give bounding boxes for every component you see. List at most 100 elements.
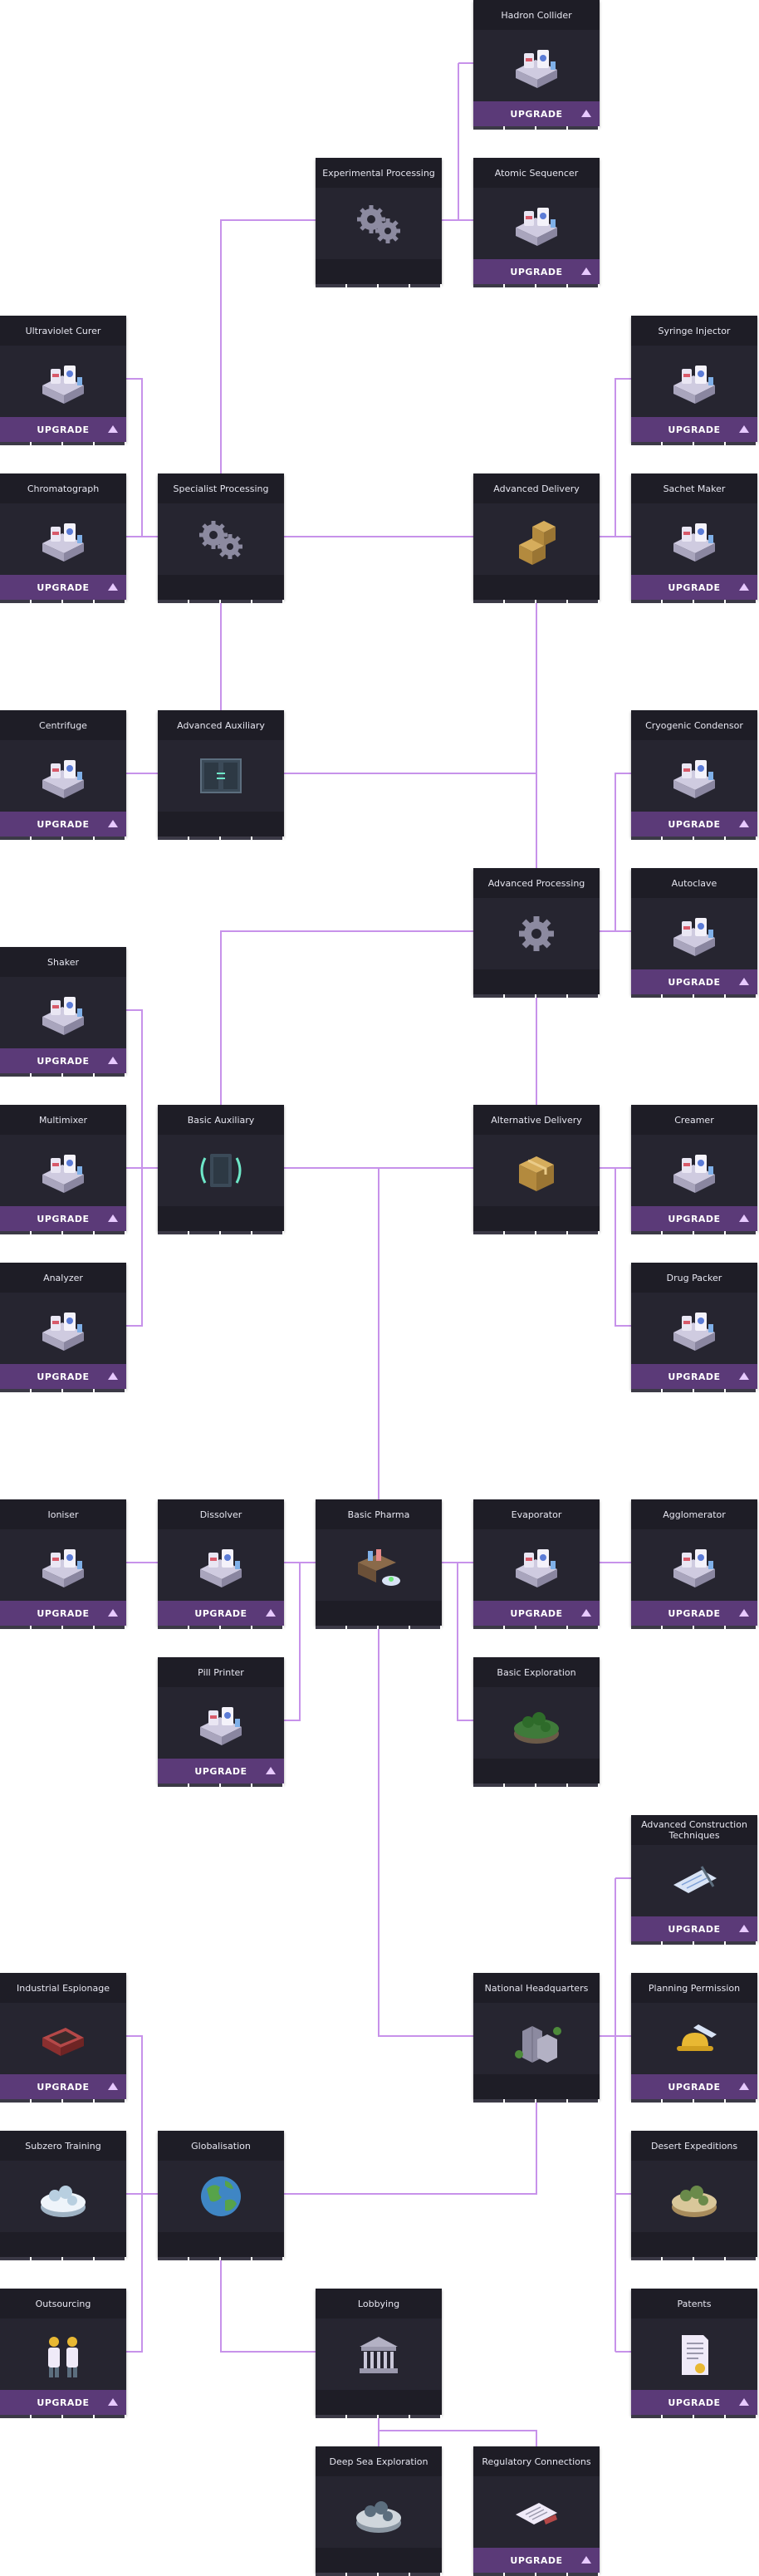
upgrade-button-label: UPGRADE: [194, 1765, 247, 1777]
tech-node-artwork-area: [631, 346, 757, 417]
tech-node-advproc[interactable]: Advanced Processing: [473, 868, 600, 998]
upgrade-button[interactable]: UPGRADE: [473, 259, 600, 284]
upgrade-button[interactable]: UPGRADE: [0, 812, 126, 837]
creamer-machine-icon: [665, 1141, 723, 1200]
tech-node-desert[interactable]: Desert Expeditions: [631, 2131, 757, 2260]
tech-node-altdel[interactable]: Alternative Delivery: [473, 1105, 600, 1234]
upgrade-button[interactable]: UPGRADE: [158, 1759, 284, 1784]
upgrade-button[interactable]: UPGRADE: [473, 101, 600, 126]
upgrade-arrow-icon: [739, 1925, 749, 1932]
tech-node-title: Advanced Construction Techniques: [641, 1819, 747, 1841]
upgrade-button[interactable]: UPGRADE: [631, 969, 757, 994]
connector-line: [284, 1563, 301, 1721]
upgrade-button[interactable]: UPGRADE: [0, 1206, 126, 1231]
upgrade-button[interactable]: UPGRADE: [158, 1601, 284, 1626]
tech-node-advdel[interactable]: Advanced Delivery: [473, 473, 600, 603]
upgrade-button-label: UPGRADE: [37, 581, 90, 593]
tech-node-title: Desert Expeditions: [650, 2140, 738, 2152]
level-progress-segments: [631, 1389, 757, 1392]
tech-node-title: Cryogenic Condensor: [645, 719, 743, 731]
tech-node-artwork-area: [473, 503, 600, 575]
tech-node-title: Basic Auxiliary: [187, 1114, 255, 1126]
upgrade-button[interactable]: UPGRADE: [473, 1601, 600, 1626]
tech-node-title: Agglomerator: [663, 1509, 726, 1520]
upgrade-button[interactable]: UPGRADE: [631, 2390, 757, 2415]
upgrade-arrow-icon: [739, 978, 749, 985]
upgrade-button[interactable]: UPGRADE: [631, 1206, 757, 1231]
upgrade-arrow-icon: [108, 2398, 118, 2406]
tech-node-basicaux[interactable]: Basic Auxiliary: [158, 1105, 284, 1234]
upgrade-arrow-icon: [739, 1214, 749, 1222]
upgrade-button[interactable]: UPGRADE: [0, 1048, 126, 1073]
tech-node-expproc[interactable]: Experimental Processing: [316, 158, 442, 287]
upgrade-button[interactable]: UPGRADE: [631, 1364, 757, 1389]
upgrade-arrow-icon: [266, 1767, 276, 1774]
upgrade-button-label: UPGRADE: [37, 1213, 90, 1224]
level-progress-segments: [0, 2257, 126, 2260]
level-progress-segments: [631, 442, 757, 445]
tech-node-basicpharma[interactable]: Basic Pharma: [316, 1499, 442, 1629]
tech-node-title: Globalisation: [191, 2140, 251, 2152]
upgrade-button[interactable]: UPGRADE: [631, 417, 757, 442]
tech-node-advaux[interactable]: Advanced Auxiliary: [158, 710, 284, 840]
tech-node-title: Specialist Processing: [173, 483, 269, 494]
upgrade-arrow-icon: [108, 1609, 118, 1617]
upgrade-button[interactable]: UPGRADE: [473, 2548, 600, 2573]
tech-node-lobbying[interactable]: Lobbying: [316, 2289, 442, 2418]
level-progress-segments: [0, 1073, 126, 1077]
tech-node-specproc[interactable]: Specialist Processing: [158, 473, 284, 603]
upgrade-button[interactable]: UPGRADE: [0, 417, 126, 442]
upgrade-button[interactable]: UPGRADE: [631, 2074, 757, 2099]
upgrade-arrow-icon: [581, 1609, 591, 1617]
upgrade-button[interactable]: UPGRADE: [0, 1601, 126, 1626]
tech-node-globalisation[interactable]: Globalisation: [158, 2131, 284, 2260]
upgrade-arrow-icon: [266, 1609, 276, 1617]
upgrade-button[interactable]: UPGRADE: [631, 1601, 757, 1626]
tech-node-title: Lobbying: [357, 2298, 400, 2309]
dissolver-machine-icon: [192, 1536, 250, 1594]
briefcase-icon: [34, 2009, 92, 2068]
upgrade-button[interactable]: UPGRADE: [0, 1364, 126, 1389]
upgrade-button[interactable]: UPGRADE: [631, 812, 757, 837]
tech-node-artwork-area: [473, 2003, 600, 2074]
level-progress-segments: [473, 600, 600, 603]
seabed-island-icon: [350, 2483, 408, 2541]
upgrade-button[interactable]: UPGRADE: [631, 575, 757, 600]
upgrade-button[interactable]: UPGRADE: [631, 1916, 757, 1941]
upgrade-button[interactable]: UPGRADE: [0, 575, 126, 600]
tech-node-basicexp[interactable]: Basic Exploration: [473, 1657, 600, 1787]
tech-node-nathq[interactable]: National Headquarters: [473, 1973, 600, 2103]
upgrade-button[interactable]: UPGRADE: [0, 2074, 126, 2099]
upgrade-button-label: UPGRADE: [37, 1055, 90, 1067]
tech-node-deepsea[interactable]: Deep Sea Exploration: [316, 2446, 442, 2576]
tech-node-title: Industrial Espionage: [17, 1982, 110, 1994]
tech-node-subzero[interactable]: Subzero Training: [0, 2131, 126, 2260]
upgrade-button[interactable]: UPGRADE: [0, 2390, 126, 2415]
ioniser-machine-icon: [34, 1536, 92, 1594]
